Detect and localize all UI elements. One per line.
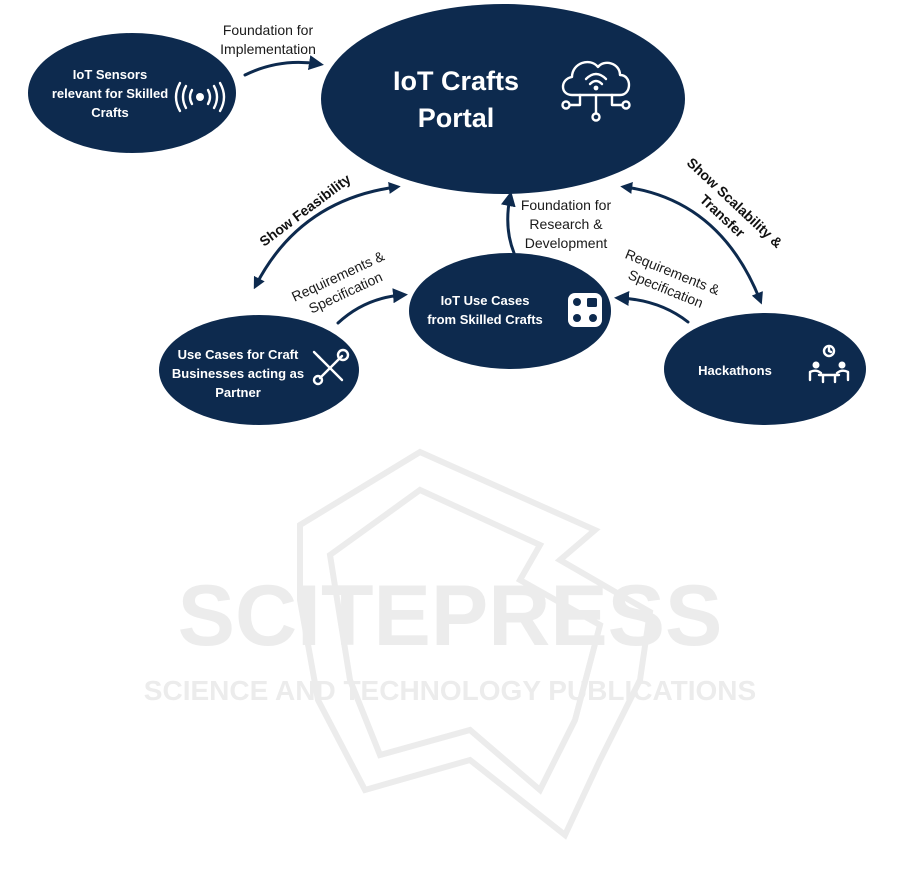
node-sensors-ellipse xyxy=(28,33,236,153)
node-usecases-ellipse xyxy=(409,253,611,369)
node-craft-line3: Partner xyxy=(215,385,261,400)
watermark-book-inner xyxy=(326,486,604,795)
label-foundation-rd-line2: Research & xyxy=(529,216,603,232)
watermark-title: SCITEPRESS xyxy=(178,568,723,664)
wireless-signal-icon xyxy=(174,81,226,113)
node-portal-line2: Portal xyxy=(418,103,495,133)
node-portal-line1: IoT Crafts xyxy=(393,66,519,96)
node-craft-ellipse xyxy=(159,315,359,425)
watermark-subtitle: SCIENCE AND TECHNOLOGY PUBLICATIONS xyxy=(144,675,756,706)
node-sensors-line2: relevant for Skilled xyxy=(52,86,168,101)
node-hackathons-ellipse xyxy=(664,313,866,425)
label-foundation-rd-line1: Foundation for xyxy=(521,197,612,213)
node-sensors-line1: IoT Sensors xyxy=(73,67,147,82)
label-foundation-impl-line2: Implementation xyxy=(220,41,316,57)
cloud-network-icon xyxy=(561,60,631,122)
label-req-left: Requirements & Specification xyxy=(289,247,387,316)
node-craft-line1: Use Cases for Craft xyxy=(178,347,299,362)
node-hackathons-line1: Hackathons xyxy=(698,363,772,378)
watermark: SCITEPRESS SCIENCE AND TECHNOLOGY PUBLIC… xyxy=(144,448,756,840)
arrow-craft-to-usecases xyxy=(336,288,408,325)
label-foundation-rd-line3: Development xyxy=(525,235,608,251)
label-foundation-impl-line1: Foundation for xyxy=(223,22,314,38)
dice-icon xyxy=(568,293,602,327)
node-sensors-line3: Crafts xyxy=(91,105,129,120)
node-portal-ellipse xyxy=(321,4,685,194)
node-usecases-line1: IoT Use Cases xyxy=(441,293,530,308)
watermark-book-shape xyxy=(297,448,654,840)
node-usecases: IoT Use Cases from Skilled Crafts xyxy=(409,253,611,369)
wrench-screwdriver-icon xyxy=(312,348,350,386)
node-craft-line2: Businesses acting as xyxy=(172,366,304,381)
node-hackathons: Hackathons xyxy=(664,313,866,425)
people-meeting-icon xyxy=(808,344,850,384)
arrow-sensors-to-portal xyxy=(243,55,324,77)
node-usecases-line2: from Skilled Crafts xyxy=(427,312,543,327)
label-feasibility: Show Feasibility xyxy=(256,170,353,249)
arrow-feasibility xyxy=(253,182,401,290)
node-craft: Use Cases for Craft Businesses acting as… xyxy=(159,315,359,425)
label-req-right: Requirements & Specification xyxy=(623,246,723,311)
node-portal: IoT Crafts Portal xyxy=(321,4,685,194)
arrow-usecases-to-portal xyxy=(500,191,516,255)
arrow-scalability xyxy=(620,182,763,305)
node-sensors: IoT Sensors relevant for Skilled Crafts xyxy=(28,33,236,153)
